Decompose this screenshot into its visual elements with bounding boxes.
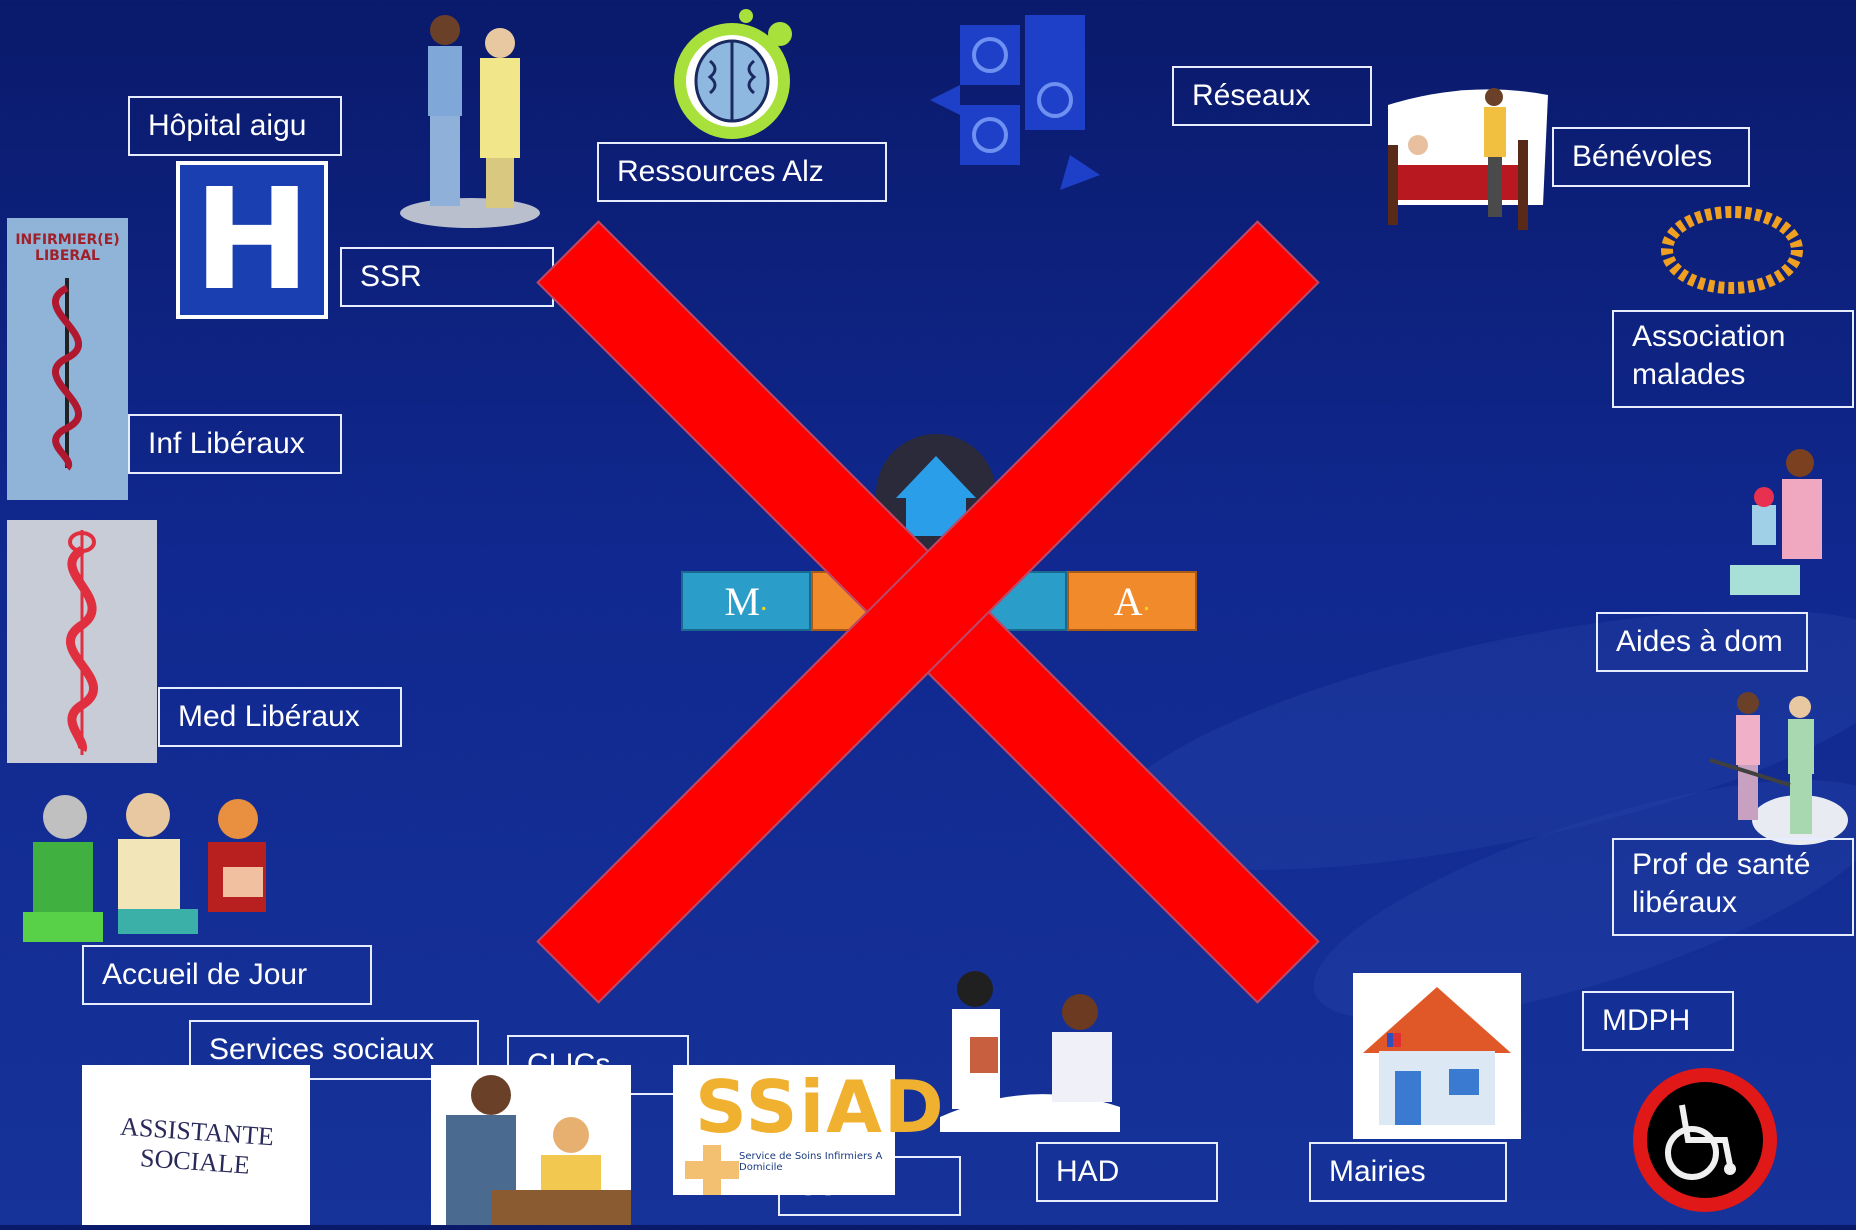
nurse-caduceus-icon: INFIRMIER(E) LIBERAL: [7, 218, 128, 500]
maia-dot: .: [760, 584, 768, 617]
volunteer-bedside-icon: [1378, 85, 1550, 230]
brain-icon: [660, 6, 796, 141]
assistante-sociale-text: ASSISTANTE SOCIALE: [119, 1111, 275, 1180]
social-worker-card: ASSISTANTE SOCIALE: [82, 1065, 310, 1225]
label-had: HAD: [1036, 1142, 1218, 1202]
maia-block-m: M.: [681, 571, 811, 631]
label-accueil-de-jour: Accueil de Jour: [82, 945, 372, 1005]
label-ressources-alz: Ressources Alz: [597, 142, 887, 202]
ssiad-logo-text: SSiAD: [695, 1065, 946, 1149]
network-puzzle-icon: [930, 5, 1110, 190]
label-mairies: Mairies: [1309, 1142, 1507, 1202]
wheelchair-icon: [1630, 1065, 1780, 1215]
maia-letter-m: M: [724, 578, 761, 624]
hospital-letter: H: [180, 159, 324, 322]
people-circle-icon: [1655, 200, 1809, 300]
hospital-icon: H: [176, 159, 328, 322]
day-care-group-icon: [8, 787, 283, 952]
town-hall-house-icon: [1353, 973, 1521, 1139]
label-prof-de-sante: Prof de santé libéraux: [1612, 838, 1854, 936]
physiotherapist-icon: [1700, 685, 1848, 850]
clic-desk-icon: [431, 1065, 631, 1225]
label-ssr: SSR: [340, 247, 554, 307]
label-hopital-aigu: Hôpital aigu: [128, 96, 342, 156]
label-mdph: MDPH: [1582, 991, 1734, 1051]
label-med-liberaux: Med Libéraux: [158, 687, 402, 747]
home-aide-icon: [1730, 445, 1845, 595]
maia-letter-a: A: [1113, 578, 1143, 624]
maia-dot: .: [1142, 584, 1151, 617]
hospital-at-home-icon: [930, 967, 1130, 1137]
label-services-sociaux: Services sociaux: [189, 1020, 479, 1080]
label-inf-liberaux: Inf Libéraux: [128, 414, 342, 474]
maia-block-a2: A.: [1067, 571, 1197, 631]
ssiad-logo: SSiAD Service de Soins Infirmiers A Domi…: [673, 1065, 944, 1195]
label-aides-a-dom: Aides à dom: [1596, 612, 1808, 672]
doctor-caduceus-icon: [7, 520, 157, 763]
ssiad-caption: Service de Soins Infirmiers A Domicile: [739, 1151, 883, 1173]
label-benevoles: Bénévoles: [1552, 127, 1750, 187]
label-reseaux: Réseaux: [1172, 66, 1372, 126]
label-association-malades: Association malades: [1612, 310, 1854, 408]
infirmier-text: INFIRMIER(E) LIBERAL: [15, 232, 120, 264]
caregiver-elderly-icon: [400, 8, 540, 228]
